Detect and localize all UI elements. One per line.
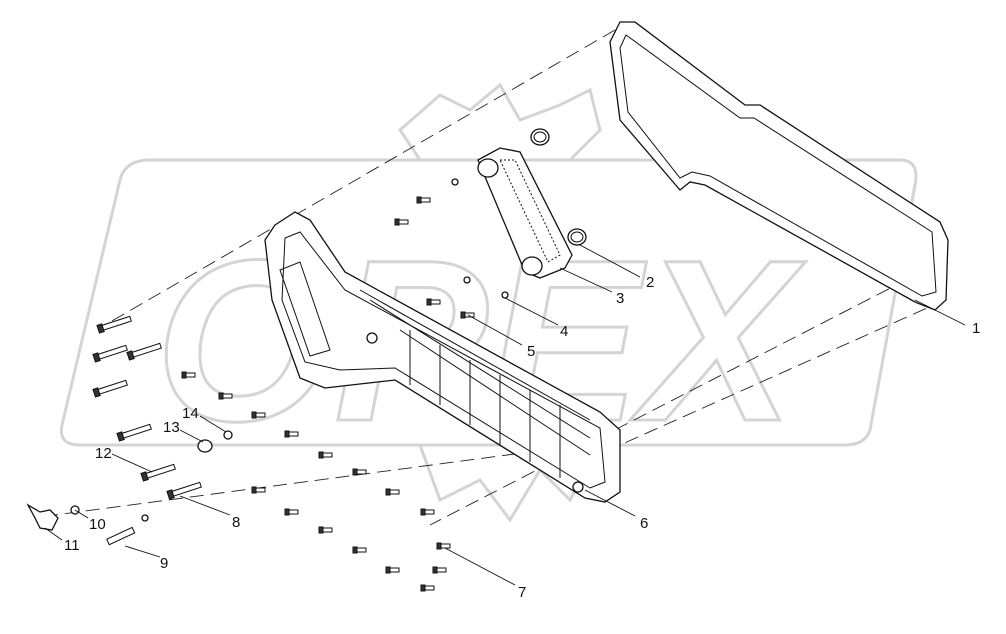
callout-8: 8 xyxy=(232,514,240,531)
callout-5: 5 xyxy=(527,343,535,360)
callout-3: 3 xyxy=(616,290,624,307)
callout-9: 9 xyxy=(160,555,168,572)
short-bolt xyxy=(432,566,447,574)
callout-14: 14 xyxy=(182,405,199,422)
pan-ribs xyxy=(409,330,561,478)
callout-7: 7 xyxy=(518,584,526,601)
short-bolt xyxy=(251,411,266,419)
short-bolt xyxy=(352,468,367,476)
bolt xyxy=(92,344,128,363)
bolt xyxy=(96,315,132,334)
short-bolt xyxy=(181,371,196,379)
bolt xyxy=(140,463,176,482)
short-bolt xyxy=(394,218,409,226)
bolt xyxy=(166,481,202,500)
washer xyxy=(141,514,149,522)
short-bolt xyxy=(251,486,266,494)
short-bolt xyxy=(460,311,475,319)
short-bolt xyxy=(416,196,431,204)
leader-lines xyxy=(44,244,966,586)
bolt xyxy=(126,342,162,361)
callout-12: 12 xyxy=(95,445,112,462)
oil-cooler xyxy=(477,147,573,279)
short-bolt xyxy=(420,508,435,516)
small-parts xyxy=(26,430,233,531)
short-bolt xyxy=(352,546,367,554)
oil-pan-cover xyxy=(264,211,621,503)
short-bolt xyxy=(284,508,299,516)
short-bolt xyxy=(318,451,333,459)
short-bolt xyxy=(420,584,435,592)
o-ring-lower xyxy=(567,228,587,246)
fittings xyxy=(451,178,509,299)
short-bolt xyxy=(436,542,451,550)
bolt xyxy=(116,423,152,442)
short-bolt xyxy=(385,566,400,574)
short-bolt xyxy=(426,298,441,306)
callout-11: 11 xyxy=(64,537,80,554)
callout-labels: 1 2 3 4 5 6 7 8 9 10 11 12 13 14 xyxy=(64,274,980,601)
plug xyxy=(197,439,213,453)
short-bolt xyxy=(218,392,233,400)
bolts xyxy=(92,196,475,592)
plug-seal xyxy=(223,430,233,440)
short-bolt xyxy=(284,430,299,438)
sensor xyxy=(26,503,59,531)
callout-10: 10 xyxy=(89,516,106,533)
callout-13: 13 xyxy=(163,419,180,436)
pin xyxy=(106,526,136,546)
bolt xyxy=(92,379,128,398)
o-ring-upper xyxy=(530,128,550,146)
short-bolt xyxy=(318,526,333,534)
callout-1: 1 xyxy=(972,320,980,337)
callout-2: 2 xyxy=(646,274,654,291)
short-bolt xyxy=(385,488,400,496)
callout-4: 4 xyxy=(560,323,568,340)
callout-6: 6 xyxy=(640,515,648,532)
